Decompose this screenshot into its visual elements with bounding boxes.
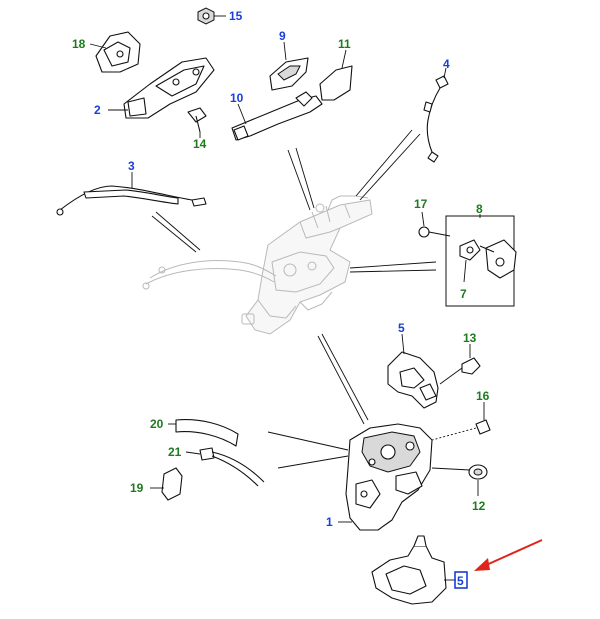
callout-9: 9 <box>279 29 286 43</box>
door-latch-assembly-ghost <box>142 195 373 335</box>
part-7-striker <box>459 239 481 283</box>
callout-3: 3 <box>128 159 135 173</box>
callout-15: 15 <box>229 9 243 23</box>
callout-2: 2 <box>94 103 101 117</box>
callout-21: 21 <box>168 445 182 459</box>
callout-12: 12 <box>472 499 486 513</box>
part-19-bracket <box>150 467 183 501</box>
part-13-grommet <box>439 344 481 385</box>
assembly-leader-lines <box>151 129 437 469</box>
callout-11: 11 <box>338 37 351 51</box>
callout-7: 7 <box>460 287 467 301</box>
part-18-bracket <box>89 31 141 73</box>
callout-20: 20 <box>150 417 164 431</box>
highlight-box <box>454 571 468 589</box>
part-21-rod <box>185 447 265 487</box>
part-20-seal <box>168 419 239 447</box>
part-12-cap <box>431 464 488 496</box>
part-17-bolt <box>418 211 451 238</box>
part-5-shield <box>387 333 439 409</box>
part-1-latch <box>338 423 433 531</box>
part-4-release-rod <box>423 67 449 163</box>
callout-8: 8 <box>476 202 483 216</box>
callout-5-highlighted: 5 <box>457 574 464 588</box>
callout-18: 18 <box>72 37 86 51</box>
part-16-clip <box>431 402 491 441</box>
callout-1: 1 <box>326 515 333 529</box>
callout-19: 19 <box>130 481 144 495</box>
part-8-striker-plate <box>479 214 517 279</box>
callout-17: 17 <box>414 197 428 211</box>
part-5-shield-highlighted <box>371 535 456 605</box>
part-11-cap <box>319 49 353 101</box>
part-2-handle-frame <box>108 57 215 119</box>
red-arrow-icon <box>474 539 543 571</box>
part-15-nut <box>197 7 226 25</box>
callout-13: 13 <box>463 331 477 345</box>
callout-5-upper: 5 <box>398 321 405 335</box>
part-10-exterior-handle <box>231 91 323 141</box>
part-14-screw <box>187 107 207 138</box>
striker-group <box>418 211 517 307</box>
callout-4: 4 <box>443 57 450 71</box>
callout-16: 16 <box>476 389 490 403</box>
part-3-cable <box>56 172 207 216</box>
part-9-bezel <box>269 41 309 91</box>
callout-14: 14 <box>193 137 207 151</box>
callout-10: 10 <box>230 91 244 105</box>
